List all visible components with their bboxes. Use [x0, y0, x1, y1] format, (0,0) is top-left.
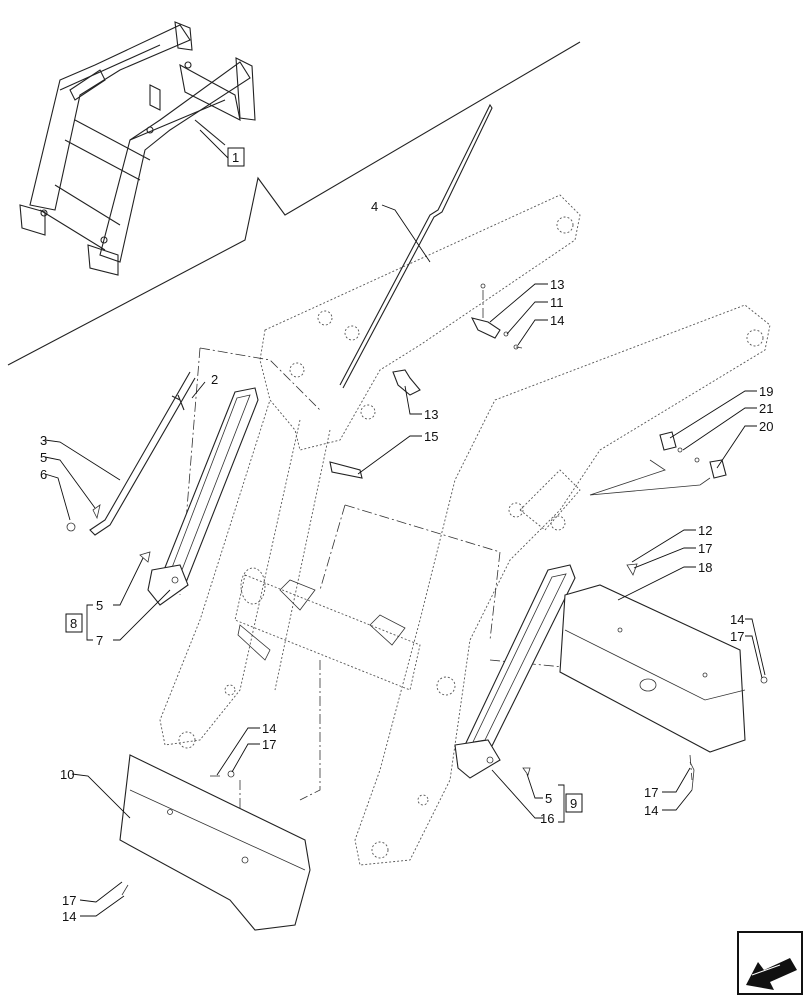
cylinder-left	[147, 387, 259, 606]
callout-4: 4	[371, 199, 378, 214]
clip-brackets	[329, 283, 519, 479]
callout-3: 3	[40, 433, 47, 448]
svg-text:9: 9	[570, 796, 577, 811]
ref-box-8: 8	[65, 613, 83, 633]
callout-17: 17	[62, 893, 76, 908]
pin-rod	[89, 371, 196, 536]
cover-plate-right	[559, 584, 746, 753]
indicator-rod	[339, 103, 493, 389]
callout-13: 13	[424, 407, 438, 422]
callout-14: 14	[550, 313, 564, 328]
callout-6: 6	[40, 467, 47, 482]
cover-plate-left	[119, 754, 311, 931]
callout-19: 19	[759, 384, 773, 399]
callout-21: 21	[759, 401, 773, 416]
ref-box-9: 9	[565, 793, 583, 813]
boom-arm-left	[159, 194, 581, 749]
callout-10: 10	[60, 767, 74, 782]
callout-7: 7	[96, 633, 103, 648]
callout-14: 14	[62, 909, 76, 924]
callout-5: 5	[545, 791, 552, 806]
callout-20: 20	[759, 419, 773, 434]
cross-tube	[234, 567, 421, 691]
callout-14: 14	[644, 803, 658, 818]
cylinder-right	[454, 564, 576, 779]
hardware	[66, 331, 768, 896]
svg-text:8: 8	[70, 616, 77, 631]
svg-text:1: 1	[232, 150, 239, 165]
construction-lines	[179, 290, 701, 860]
bushings	[589, 431, 727, 496]
leader-lines	[44, 204, 766, 917]
callout-13: 13	[550, 277, 564, 292]
callout-17: 17	[730, 629, 744, 644]
callout-5: 5	[96, 598, 103, 613]
loader-overview-thumbnail	[19, 21, 256, 276]
callout-17: 17	[698, 541, 712, 556]
callout-14: 14	[730, 612, 744, 627]
callout-16: 16	[540, 811, 554, 826]
callout-12: 12	[698, 523, 712, 538]
callout-numbers: 4 2 3 5 6 5 7 10 14 17 17 14 13 11 14 13…	[40, 199, 773, 924]
callout-14: 14	[262, 721, 276, 736]
callout-17: 17	[644, 785, 658, 800]
callout-15: 15	[424, 429, 438, 444]
callout-2: 2	[211, 372, 218, 387]
overview-divider	[7, 41, 581, 366]
callout-18: 18	[698, 560, 712, 575]
callout-5: 5	[40, 450, 47, 465]
back-arrow-icon[interactable]	[737, 931, 803, 995]
callout-11: 11	[550, 295, 564, 310]
callout-17: 17	[262, 737, 276, 752]
boom-arm-right	[354, 304, 771, 866]
ref-box-1: 1	[227, 147, 245, 167]
